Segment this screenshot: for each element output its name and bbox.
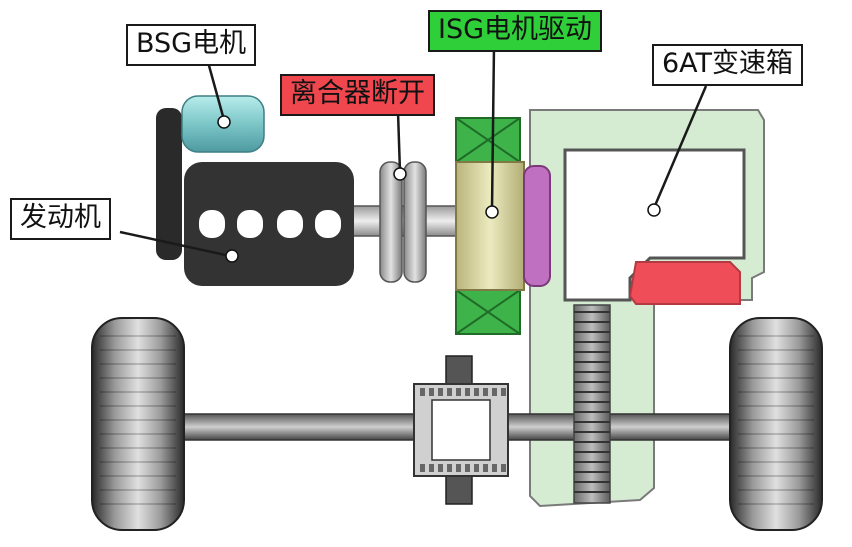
differential-pinion-bottom bbox=[445, 471, 473, 505]
differential-core bbox=[431, 399, 491, 461]
diff-tooth bbox=[456, 388, 461, 396]
diff-tooth bbox=[420, 388, 425, 396]
leader-lines bbox=[119, 45, 708, 258]
isg-stator-winding bbox=[455, 117, 521, 335]
label-engine: 发动机 bbox=[10, 198, 111, 240]
right-wheel bbox=[729, 317, 823, 531]
diff-tooth bbox=[438, 464, 443, 472]
diff-tooth bbox=[465, 464, 470, 472]
label-clutch-open: 离合器断开 bbox=[280, 74, 435, 116]
diff-tooth bbox=[501, 464, 506, 472]
gearbox-gear-stack bbox=[573, 304, 611, 504]
isg-rotor bbox=[455, 161, 525, 291]
cylinder-bore bbox=[277, 210, 303, 238]
diff-tooth bbox=[456, 464, 461, 472]
diff-tooth bbox=[492, 388, 497, 396]
accessory-belt bbox=[156, 108, 182, 260]
gearbox-red-block bbox=[628, 261, 741, 305]
diff-tooth bbox=[429, 388, 434, 396]
diff-tooth bbox=[474, 464, 479, 472]
diff-tooth bbox=[492, 464, 497, 472]
clutch-disc-right bbox=[403, 161, 427, 283]
cylinder-bore bbox=[237, 210, 263, 238]
diff-tooth bbox=[465, 388, 470, 396]
diff-tooth bbox=[420, 464, 425, 472]
diff-tooth bbox=[474, 388, 479, 396]
left-wheel bbox=[91, 317, 185, 531]
diff-tooth bbox=[438, 388, 443, 396]
diff-tooth bbox=[447, 464, 452, 472]
cylinder-bore bbox=[199, 210, 225, 238]
leader-dots bbox=[217, 115, 661, 263]
label-isg-drive: ISG电机驱动 bbox=[428, 10, 603, 52]
diff-tooth bbox=[501, 388, 506, 396]
clutch-disc-left bbox=[379, 161, 403, 283]
gear-teeth bbox=[574, 311, 610, 493]
diff-tooth bbox=[447, 388, 452, 396]
label-gearbox: 6AT变速箱 bbox=[652, 44, 804, 86]
cylinder-bore bbox=[315, 210, 341, 238]
diff-tooth bbox=[483, 464, 488, 472]
engine-cylinders bbox=[199, 210, 341, 238]
diff-tooth bbox=[429, 464, 434, 472]
label-bsg-motor: BSG电机 bbox=[126, 24, 257, 66]
isg-output-flange bbox=[523, 165, 551, 287]
diff-tooth bbox=[483, 388, 488, 396]
differential-teeth bbox=[420, 388, 506, 472]
